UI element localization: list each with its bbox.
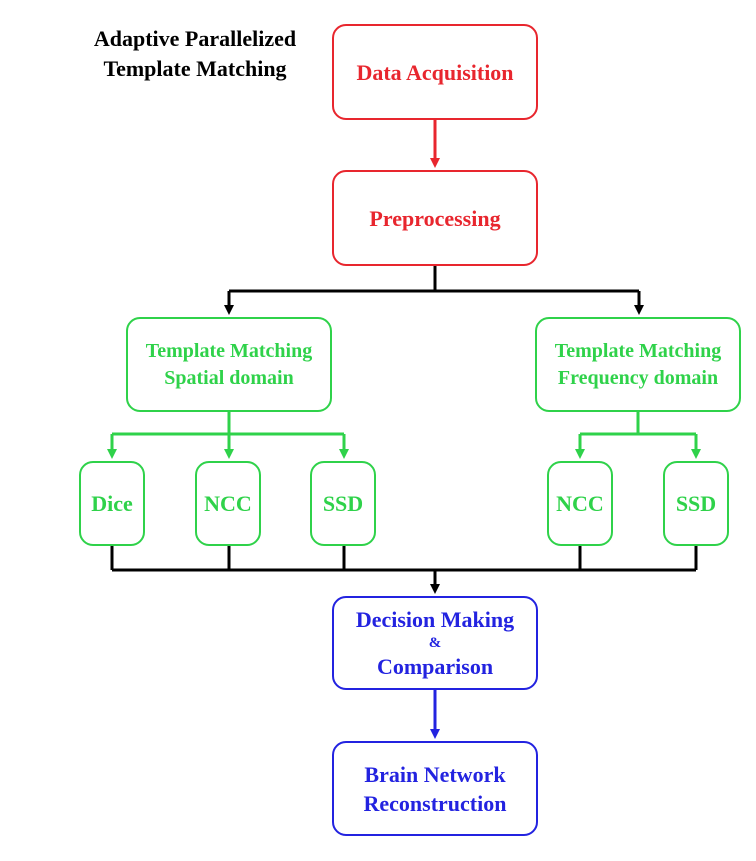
node-brain-network: Brain Network Reconstruction	[332, 741, 538, 836]
node-frequency-ncc: NCC	[547, 461, 613, 546]
node-spatial-domain: Template Matching Spatial domain	[126, 317, 332, 412]
node-frequency-ncc-label: NCC	[556, 491, 604, 516]
node-brain-line-1: Brain Network	[364, 761, 506, 787]
node-preprocessing: Preprocessing	[332, 170, 538, 266]
node-spatial-ssd-label: SSD	[322, 491, 364, 516]
node-decision-line-1: Decision Making	[355, 607, 515, 632]
node-spatial-dice: Dice	[79, 461, 145, 546]
node-spatial-line-2: Spatial domain	[164, 366, 294, 389]
node-preprocessing-label: Preprocessing	[369, 205, 501, 231]
node-decision-line-3: Comparison	[376, 654, 494, 679]
node-frequency-ssd-label: SSD	[675, 491, 717, 516]
node-spatial-ncc-label: NCC	[204, 491, 252, 516]
node-data-acquisition-label: Data Acquisition	[356, 59, 514, 85]
node-decision-making: Decision Making & Comparison	[332, 596, 538, 690]
node-frequency-line-1: Template Matching	[554, 339, 722, 362]
node-spatial-ncc: NCC	[195, 461, 261, 546]
arrow-preprocessing-split	[224, 266, 644, 315]
node-frequency-ssd: SSD	[663, 461, 729, 546]
title-line-2: Template Matching	[103, 56, 287, 81]
diagram-title: Adaptive Parallelized Template Matching	[62, 24, 328, 84]
node-decision-ampersand: &	[428, 635, 442, 651]
arrow-methods-merge	[110, 546, 698, 594]
node-frequency-domain: Template Matching Frequency domain	[535, 317, 741, 412]
arrow-spatial-split	[107, 412, 349, 459]
arrow-frequency-split	[575, 412, 701, 459]
node-brain-line-2: Reconstruction	[363, 790, 507, 816]
node-spatial-ssd: SSD	[310, 461, 376, 546]
node-frequency-line-2: Frequency domain	[557, 366, 719, 389]
node-data-acquisition: Data Acquisition	[332, 24, 538, 120]
node-spatial-dice-label: Dice	[91, 491, 133, 516]
node-spatial-line-1: Template Matching	[145, 339, 313, 362]
title-line-1: Adaptive Parallelized	[93, 26, 297, 51]
